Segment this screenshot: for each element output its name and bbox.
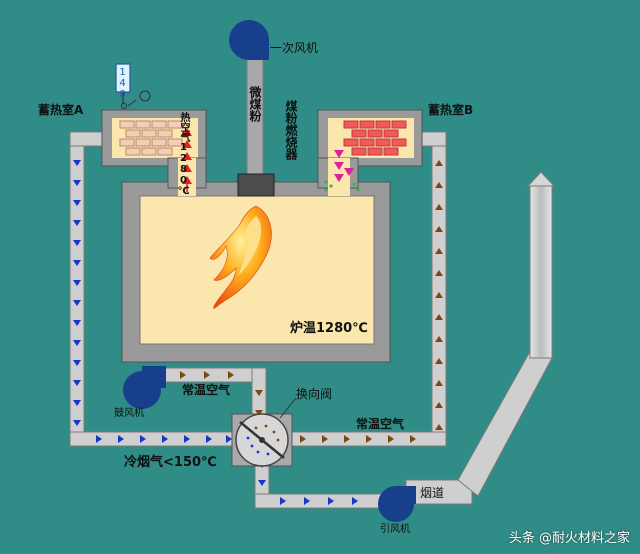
reversing-valve-label: 换向阀	[296, 387, 333, 401]
ambient-air-right-label: 常温空气	[356, 417, 405, 431]
induced-fan-icon	[378, 486, 416, 522]
flue-label: 烟道	[420, 486, 445, 500]
reversing-valve-icon	[231, 397, 297, 467]
cold-flue-label: 冷烟气<150℃	[124, 455, 217, 470]
blower-icon	[123, 366, 166, 409]
primary-fan-label: 一次风机	[270, 41, 319, 55]
regenerator-a	[101, 109, 207, 196]
pulverized-coal-label: 微煤粉	[248, 86, 262, 122]
hot-air-label: 热空气1280℃	[178, 112, 189, 197]
flame	[209, 205, 272, 309]
primary-fan-icon	[229, 20, 269, 60]
regen-a-label: 蓄热室A	[38, 103, 84, 117]
regen-b-label: 蓄热室B	[428, 103, 474, 117]
furnace-temp-label: 炉温1280℃	[290, 321, 368, 336]
ambient-air-left-label: 常温空气	[182, 383, 231, 397]
thermometer-icon	[115, 63, 151, 109]
blower-label: 鼓风机	[114, 408, 144, 419]
coal-burner-label: 煤粉燃烧器	[284, 100, 298, 160]
watermark: 头条 @耐火材料之家	[508, 531, 630, 546]
flow-arrows	[73, 128, 443, 505]
gauge-value: 140	[117, 67, 128, 100]
induced-fan-label: 引风机	[380, 524, 410, 535]
